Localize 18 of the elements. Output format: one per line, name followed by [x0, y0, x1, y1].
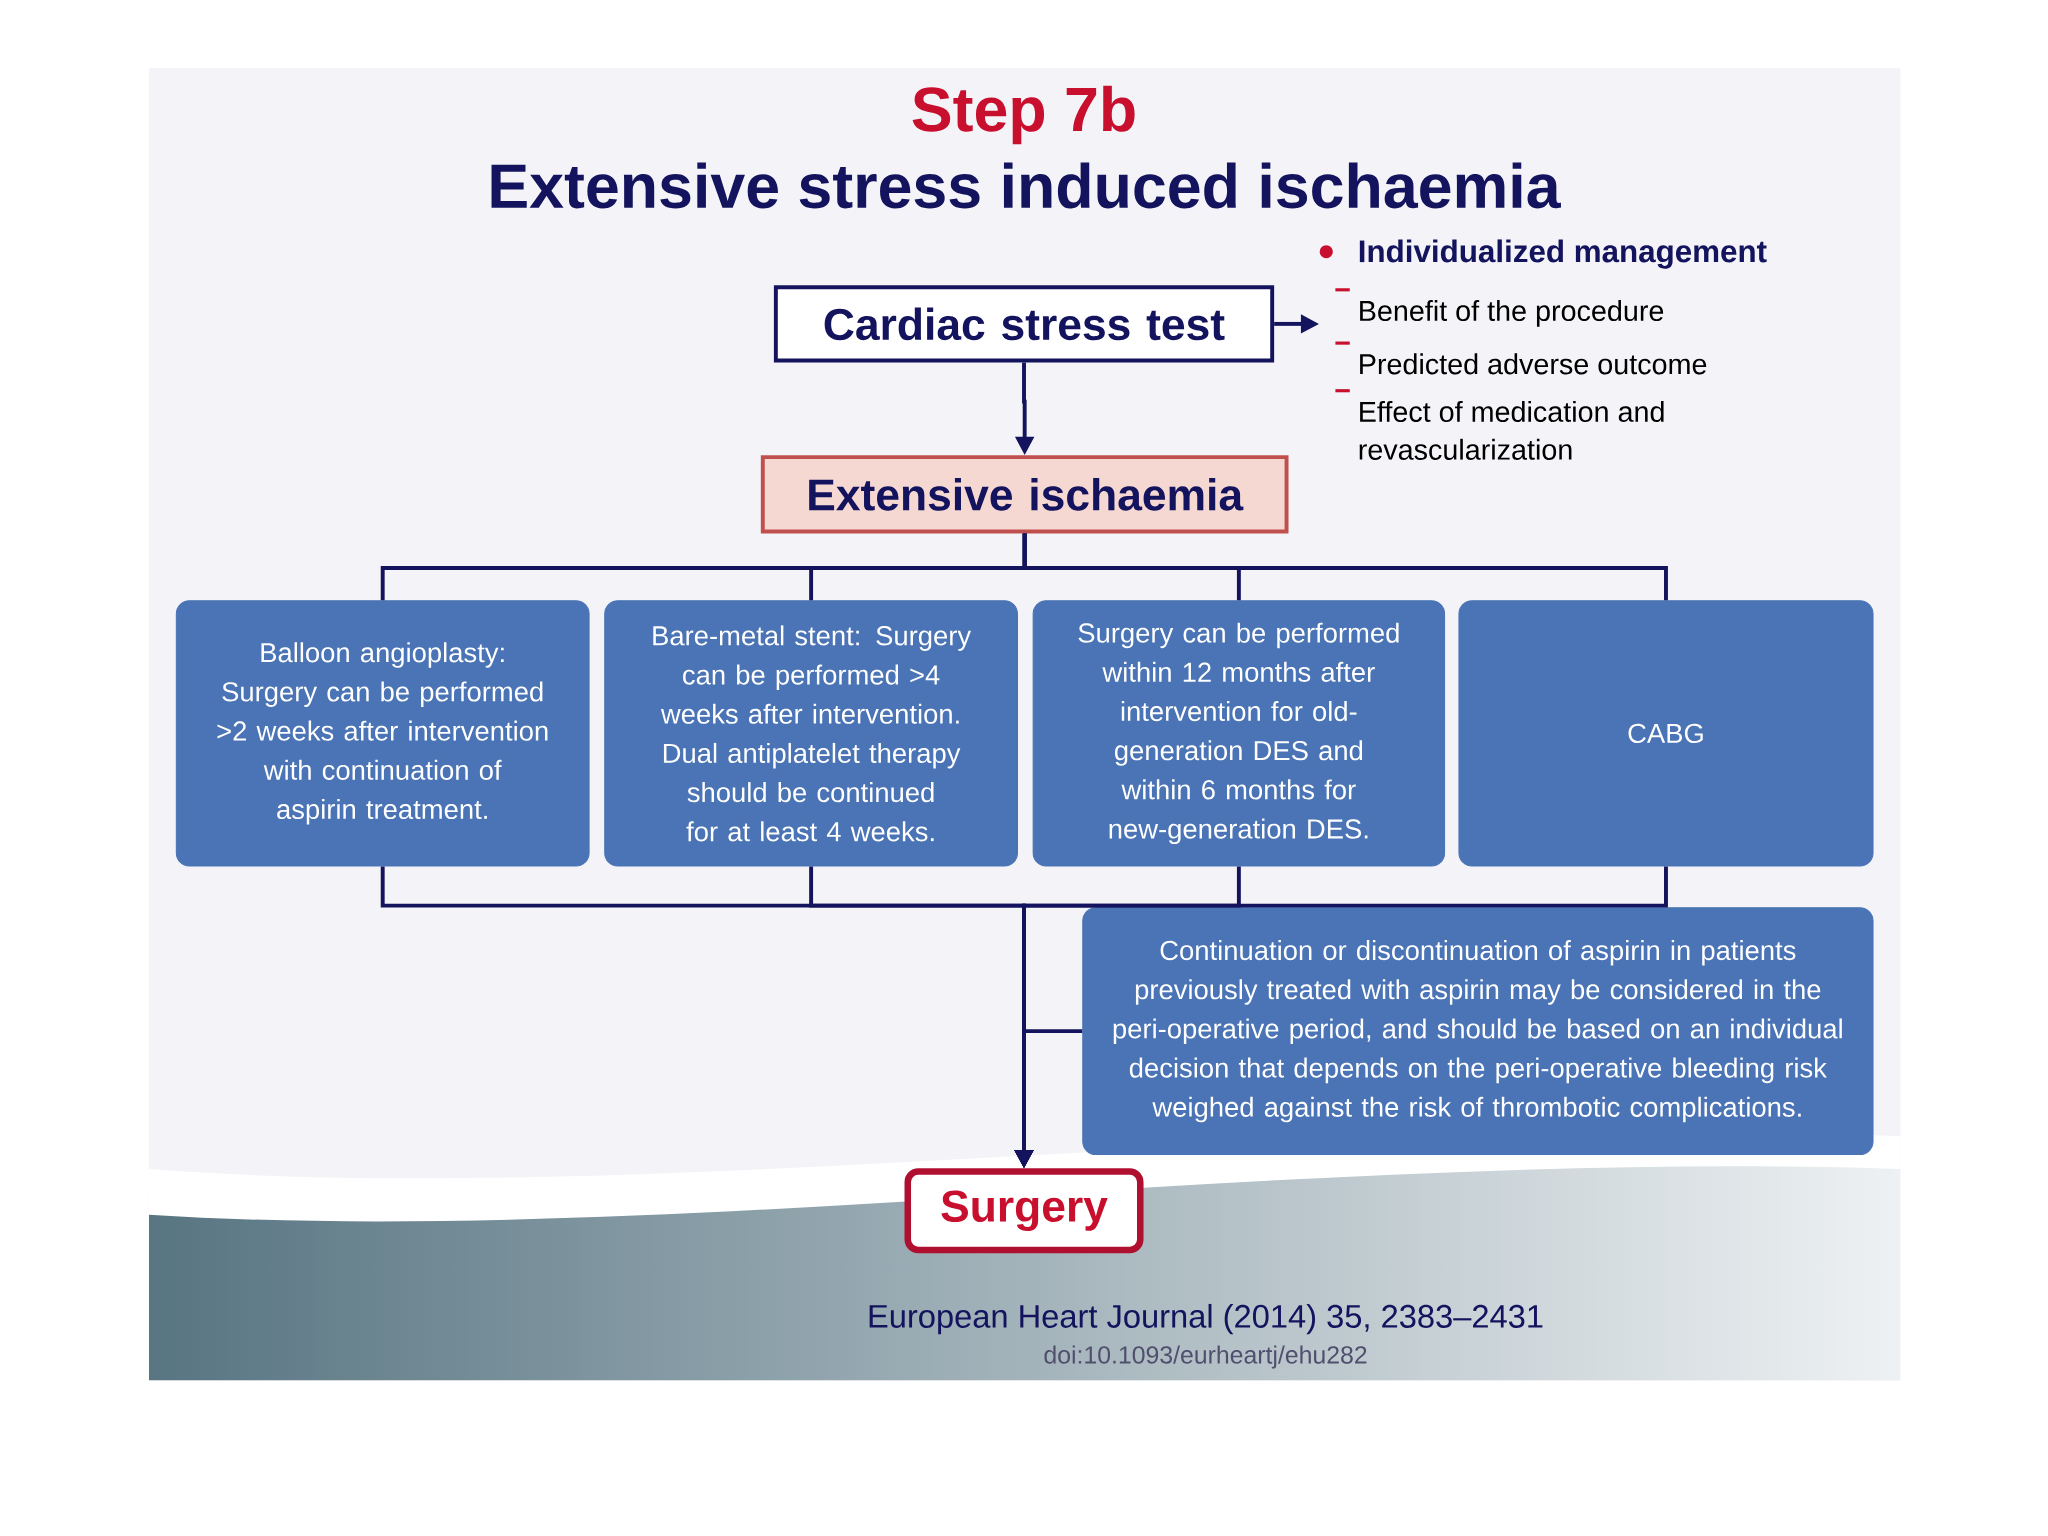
step-heading: Step 7b: [912, 85, 1135, 145]
citation: European Heart Journal (2014) 35, 2383–2431: [869, 1303, 1543, 1335]
title: Extensive stress induced ischaemia: [491, 162, 1561, 209]
note-box: Continuation or discontinuation of aspirin in patients previously treated with aspirin may be considered in the peri-operative period, and should be based on an individual decision that depends on the peri-operative bleeding risk weighed against the risk of thrombotic complications.: [1082, 907, 1874, 1156]
option-box: CABG: [1458, 600, 1874, 867]
node-label: Individualized management: [1359, 239, 1767, 269]
option-box: Balloon angioplasty: Surgery can be performed >2 weeks after intervention with continuation of aspirin treatment.: [175, 600, 590, 867]
node-label: Benefit of the procedure: [1360, 300, 1664, 327]
process-box: Cardiac stress test: [773, 285, 1275, 363]
outcome-box: Surgery: [904, 1168, 1144, 1254]
result-box: Extensive ischaemia: [760, 455, 1289, 534]
node-label: Predicted adverse outcome: [1360, 353, 1707, 375]
option-box: Bare-metal stent: Surgery can be performed >4 weeks after intervention. Dual antiplatelet therapy should be continued for at least 4 weeks.: [604, 600, 1018, 867]
option-box: Surgery can be performed within 12 months after intervention for old-generation DES and within 6 months for new-generation DES.: [1032, 600, 1446, 867]
doi: doi:10.1093/eurheartj/ehu282: [1044, 1345, 1367, 1369]
node-label: Effect of medication and revascularization: [1359, 400, 1664, 460]
connector: [1022, 533, 1668, 601]
bullet-list: Individualized management Benefit of the procedure Predicted adverse outcome Effect of medication and revascularization: [1319, 239, 1767, 460]
